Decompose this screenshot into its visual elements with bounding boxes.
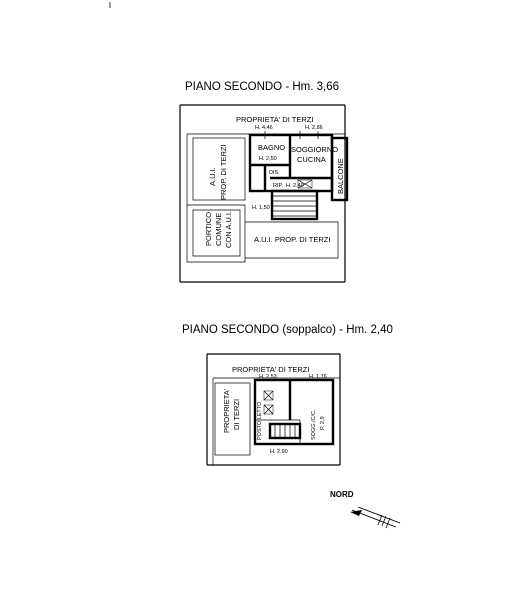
portico-label-3: CON A.U.I.: [224, 211, 233, 248]
bagno-height-label: H. 2,50: [259, 156, 277, 162]
portico-label-1: PORTICO: [204, 212, 213, 246]
bottom-h290-label: H. 2,90: [270, 449, 288, 455]
top-h150-label: H. 1,50: [252, 205, 270, 211]
north-arrow-icon: [350, 506, 401, 529]
top-proprieta-terzi-label: PROPRIETA' DI TERZI: [236, 115, 313, 124]
bottom-proprieta-terzi-label: PROPRIETA' DI TERZI: [232, 365, 309, 374]
bottom-proprieta-left-label-2: DI TERZI: [232, 399, 241, 430]
bottom-proprieta-left-label-1: PROPRIETA': [222, 388, 231, 433]
prop-terzi-left-label: PROP. DI TERZI: [219, 144, 228, 200]
north-label: NORD: [330, 490, 354, 499]
rip-label: RIP.: [273, 183, 283, 189]
cucina-label: CUCINA: [297, 155, 326, 164]
top-plan-title: PIANO SECONDO - Hm. 3,66: [185, 81, 339, 93]
aui-left-label: A.U.I.: [208, 167, 217, 186]
rip-height-label: H. 2,40: [286, 183, 304, 189]
bottom-plan-title: PIANO SECONDO (soppalco) - Hm. 2,40: [182, 324, 393, 336]
bottom-plan-outline: [206, 353, 341, 466]
bagno-label: BAGNO: [258, 143, 285, 152]
sogg-height-label: P. 2,9: [320, 416, 326, 430]
aui-bottom-label: A.U.I. PROP. DI TERZI: [254, 235, 330, 244]
sogg-label: SOGG./C/C.: [311, 409, 317, 440]
balcone-label: BALCONE: [336, 158, 345, 194]
top-h446-label: H. 4,46: [255, 125, 273, 131]
portico-label-2: COMUNE: [214, 213, 223, 246]
dis-label: DIS.: [269, 170, 280, 176]
top-h286-label: H. 2,86: [305, 125, 323, 131]
bottom-h176-label: H. 1,76: [309, 374, 327, 380]
bottom-h253-label: H. 2,53: [259, 374, 277, 380]
top-plan-outline: [179, 104, 349, 283]
posto-letto-label: POSTO LETTO: [257, 401, 263, 440]
soggiorno-label: SOGGIORNO: [291, 145, 338, 154]
